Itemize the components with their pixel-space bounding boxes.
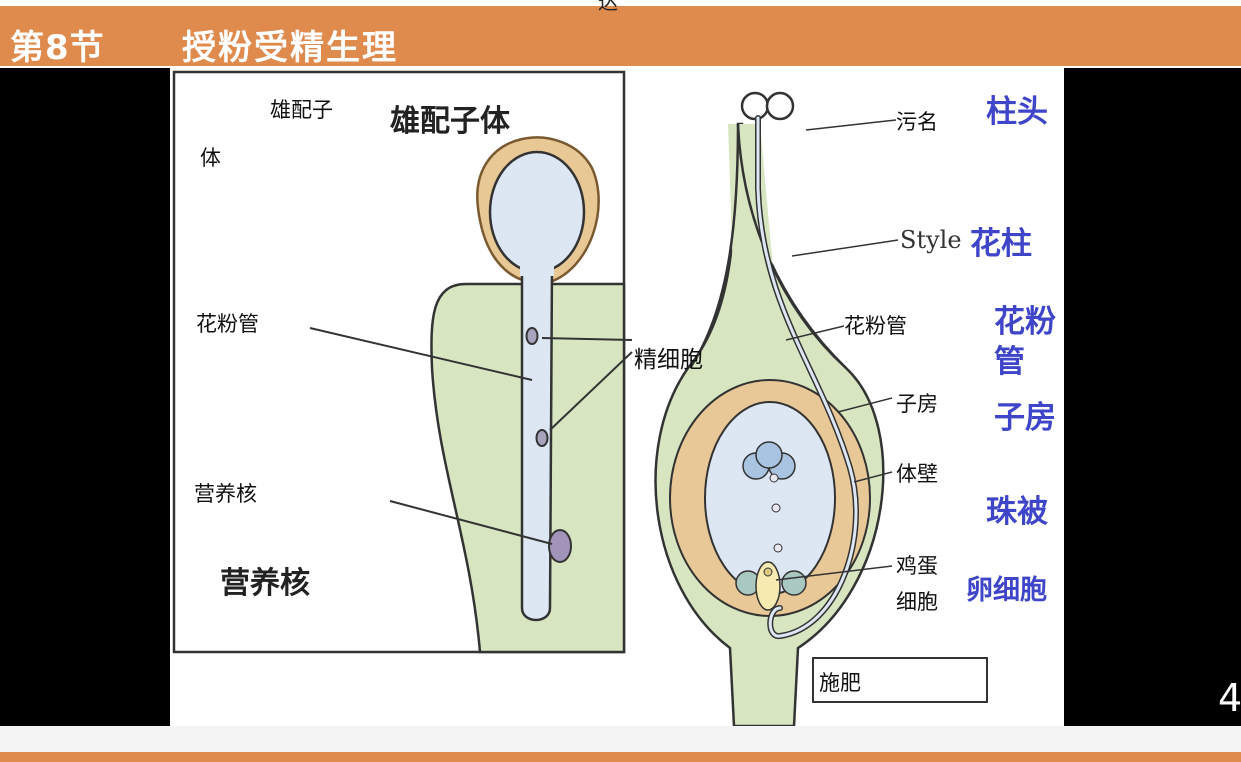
label-ovary: 子房 <box>896 392 938 416</box>
polar-nucleus-3 <box>773 543 783 553</box>
leader-egg <box>775 565 893 581</box>
polar-nucleus-2 <box>771 503 781 513</box>
egg-cell <box>755 561 781 611</box>
pollen-tube-right <box>756 116 858 638</box>
antipodal-3 <box>755 441 783 469</box>
leader-tube <box>785 325 845 341</box>
bottom-band <box>0 726 1241 752</box>
label-egg-2: 细胞 <box>896 590 938 614</box>
label-body-wall: 体壁 <box>896 462 938 486</box>
slide-header: 第8节 授粉受精生理 <box>0 6 1241 68</box>
title-vegetative-nucleus: 营养核 <box>220 566 310 601</box>
leader-sperm-1 <box>541 337 633 341</box>
tube-neck-fill <box>520 246 554 276</box>
leader-ovary <box>837 397 893 413</box>
style-left-edge <box>688 123 740 369</box>
label-stigma: 污名 <box>896 110 938 134</box>
blue-stigma: 柱头 <box>986 94 1048 130</box>
blue-pollen-tube-1: 花粉 <box>994 304 1056 340</box>
label-gametophyte-1: 雄配子 <box>270 98 333 122</box>
top-stray-text: 达 <box>598 0 618 14</box>
polar-nucleus-1 <box>769 473 779 483</box>
blue-pollen-tube-2: 管 <box>994 344 1025 380</box>
label-pollen-tube-right: 花粉管 <box>844 314 907 338</box>
leader-sperm-2 <box>549 351 633 431</box>
blue-integument: 珠被 <box>986 494 1048 530</box>
label-style-en: Style <box>900 226 962 254</box>
diagram-area: 雄配子 体 雄配子体 花粉管 精细胞 营养核 营养核 污名 Style 花粉管 … <box>170 68 1064 726</box>
label-vegetative-nucleus: 营养核 <box>194 482 257 506</box>
egg-nucleus <box>763 567 773 577</box>
slide-title: 授粉受精生理 <box>182 28 398 68</box>
fertilization-box: 施肥 <box>812 657 988 703</box>
label-egg-1: 鸡蛋 <box>896 554 938 578</box>
section-number: 第8节 <box>10 28 105 68</box>
synergid-2 <box>781 570 807 596</box>
label-fertilization: 施肥 <box>819 671 861 695</box>
stigma-lobe-right <box>765 91 795 121</box>
pollination-diagram <box>172 70 899 726</box>
label-sperm-cell: 精细胞 <box>634 347 703 373</box>
label-gametophyte-2: 体 <box>200 146 221 170</box>
blue-egg-cell: 卵细胞 <box>966 575 1047 606</box>
blue-style: 花柱 <box>970 226 1032 262</box>
title-male-gametophyte: 雄配子体 <box>390 104 510 139</box>
style-fill <box>728 124 782 368</box>
leader-pollen-tube <box>309 327 533 381</box>
sperm-cell-1 <box>525 327 539 345</box>
left-letterbox <box>0 68 170 726</box>
blue-ovary: 子房 <box>994 400 1056 436</box>
label-pollen-tube-left: 花粉管 <box>196 312 259 336</box>
page-number: 4 <box>1218 676 1241 720</box>
vegetative-nucleus <box>548 529 572 563</box>
leader-nucleus <box>389 500 553 545</box>
sperm-cell-2 <box>535 429 549 447</box>
leader-wall <box>853 471 893 483</box>
leader-style <box>791 239 899 257</box>
bottom-bar <box>0 752 1241 762</box>
leader-stigma <box>805 119 897 131</box>
stigma-lobe-left <box>740 91 770 121</box>
right-letterbox <box>1064 68 1241 726</box>
